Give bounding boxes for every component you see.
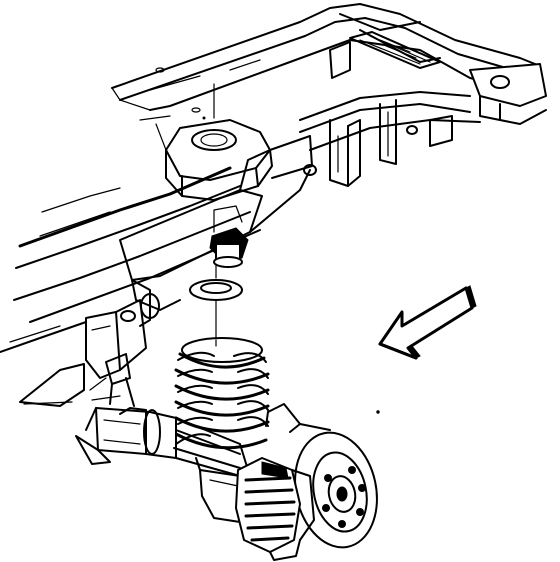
frame-rail bbox=[0, 149, 311, 407]
spring-insulator bbox=[189, 263, 243, 341]
brake-caliper bbox=[235, 457, 315, 561]
frame-crossmember bbox=[111, 3, 547, 187]
jounce-bumper bbox=[209, 205, 249, 268]
rear-axle bbox=[75, 353, 253, 523]
spring-pocket bbox=[165, 83, 313, 201]
detail-marks bbox=[155, 116, 380, 414]
coil-spring bbox=[174, 337, 270, 450]
direction-arrow-icon bbox=[378, 285, 477, 360]
